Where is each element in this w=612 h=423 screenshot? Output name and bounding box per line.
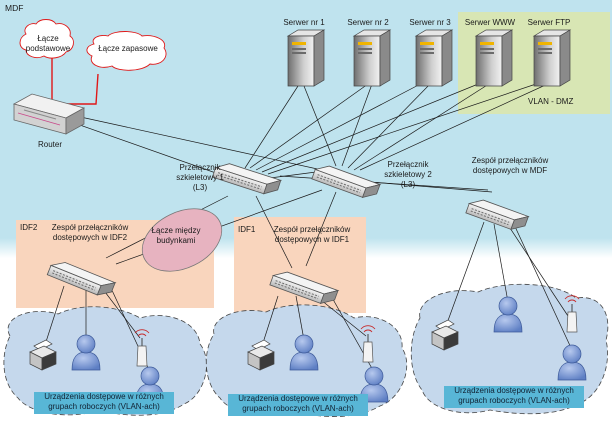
server-3-icon [414, 29, 454, 87]
mdf-device-group-caption: Urządzenia dostępowe w różnych grupach r… [444, 386, 584, 408]
mdf-printer-icon [431, 319, 459, 351]
idf1-printer-icon [247, 339, 275, 371]
mdf-user-2-icon [557, 344, 587, 381]
inter-building-link-label: Łącze między budynkami [151, 226, 201, 245]
server-2-label: Serwer nr 2 [347, 18, 389, 27]
idf2-user-icon [71, 334, 101, 371]
idf2-title: Zespół przełączników dostępowych w IDF2 [51, 223, 129, 242]
backup-link-label: Łącze zapasowe [98, 44, 158, 53]
router-label: Router [38, 140, 63, 149]
idf1-access-point-icon [360, 325, 376, 363]
idf1-user-icon [289, 334, 319, 371]
primary-link-label: Łącze podstawowe [25, 34, 71, 53]
server-3-label: Serwer nr 3 [409, 18, 451, 27]
server-www-label: Serwer WWW [464, 18, 516, 27]
mdf-label: MDF [5, 3, 24, 13]
mdf-user-icon [493, 296, 523, 333]
server-1-label: Serwer nr 1 [283, 18, 325, 27]
idf1-tag: IDF1 [238, 225, 256, 234]
idf2-printer-icon [29, 339, 57, 371]
idf2-device-group-caption: Urządzenia dostępowe w różnych grupach r… [34, 392, 174, 414]
server-ftp-icon [532, 29, 572, 87]
server-ftp-label: Serwer FTP [527, 18, 571, 27]
idf1-access-switch-icon [269, 271, 340, 304]
core-switch-2-icon [311, 165, 382, 198]
server-1-icon [286, 29, 326, 87]
mdf-access-point-icon [564, 295, 580, 333]
idf1-title: Zespół przełączników dostępowych w IDF1 [273, 225, 351, 244]
idf2-tag: IDF2 [20, 223, 38, 232]
cloud-mdf [410, 283, 609, 415]
idf1-device-group-caption: Urządzenia dostępowe w różnych grupach r… [228, 394, 368, 416]
core-switch-1-label: Przełącznik szkieletowy 1 (L3) [176, 163, 224, 192]
server-www-icon [474, 29, 514, 87]
idf2-access-point-icon [134, 329, 150, 367]
dmz-label: VLAN - DMZ [528, 97, 574, 106]
mdf-access-switch-icon [465, 199, 530, 230]
server-2-icon [352, 29, 392, 87]
router-icon [12, 93, 86, 135]
mdf-access-label: Zespół przełączników dostępowych w MDF [471, 156, 549, 175]
idf2-access-switch-icon [46, 262, 117, 296]
core-switch-1-icon [211, 163, 283, 195]
backup-link-line [52, 73, 99, 105]
idf1-zone [234, 217, 366, 313]
inter-building-link [141, 208, 223, 272]
core-switch-2-label: Przełącznik szkieletowy 2 (L3) [384, 160, 432, 189]
